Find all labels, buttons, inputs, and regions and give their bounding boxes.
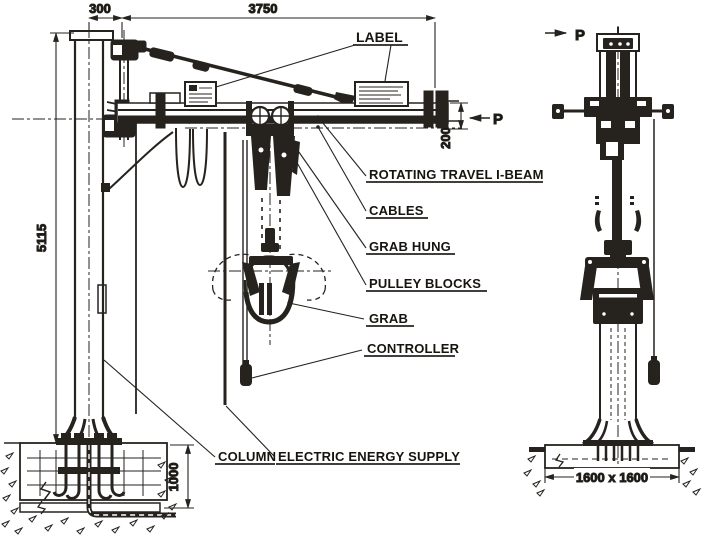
callout-grab-hung: GRAB HUNG bbox=[369, 239, 451, 254]
front-view bbox=[0, 26, 462, 535]
hoist-side bbox=[580, 138, 654, 324]
supply-conduit bbox=[86, 445, 176, 518]
dim-200: 200 bbox=[438, 127, 453, 149]
beam-end-plate bbox=[435, 90, 449, 128]
callout-underlines bbox=[215, 44, 543, 465]
dimensions: 300 3750 5115 200 1000 1600 x 1600 bbox=[34, 1, 680, 509]
callout-electric-supply: ELECTRIC ENERGY SUPPLY bbox=[278, 449, 460, 464]
trolley bbox=[246, 101, 294, 136]
grab-assembly bbox=[211, 228, 327, 325]
callout-cables: CABLES bbox=[369, 203, 424, 218]
side-view bbox=[523, 26, 701, 497]
callout-column: COLUMN bbox=[218, 449, 276, 464]
grab-open-position bbox=[211, 253, 327, 301]
right-end-stop bbox=[423, 90, 434, 128]
festoon-cables bbox=[101, 127, 208, 192]
callout-rotating-beam: ROTATING TRAVEL I-BEAM bbox=[369, 167, 544, 182]
hanging-cables bbox=[135, 123, 252, 414]
left-end-stop bbox=[155, 93, 166, 129]
callout-controller: CONTROLLER bbox=[367, 341, 460, 356]
mast-top bbox=[596, 33, 640, 98]
controller-pendant-side bbox=[648, 360, 660, 385]
pulley-blocks bbox=[251, 136, 300, 250]
grab-side bbox=[593, 288, 643, 324]
anchor-bolts bbox=[52, 440, 126, 500]
foundation-side bbox=[523, 444, 701, 497]
leader-lines bbox=[103, 44, 392, 458]
section-p-left: P bbox=[493, 111, 503, 128]
section-p-right: P bbox=[575, 27, 585, 44]
beam-cross-section bbox=[552, 97, 674, 144]
column-structure bbox=[69, 30, 147, 421]
column-side-lower bbox=[582, 324, 654, 446]
controller-pendant bbox=[240, 364, 252, 386]
dim-1000: 1000 bbox=[166, 463, 181, 492]
controller-cable-side bbox=[648, 119, 660, 385]
nameplate-left bbox=[184, 81, 217, 107]
callout-grab: GRAB bbox=[369, 311, 408, 326]
dim-1600x1600: 1600 x 1600 bbox=[576, 470, 648, 485]
section-markers: P P bbox=[468, 27, 586, 129]
nameplate-right bbox=[354, 81, 409, 107]
callouts: LABEL ROTATING TRAVEL I-BEAM CABLES GRAB… bbox=[103, 29, 544, 465]
foundation-front bbox=[0, 416, 177, 535]
dim-3750: 3750 bbox=[249, 1, 278, 16]
callout-pulley-blocks: PULLEY BLOCKS bbox=[369, 276, 481, 291]
dim-300: 300 bbox=[89, 1, 111, 16]
dim-5115: 5115 bbox=[34, 224, 49, 252]
callout-label: LABEL bbox=[356, 29, 403, 45]
